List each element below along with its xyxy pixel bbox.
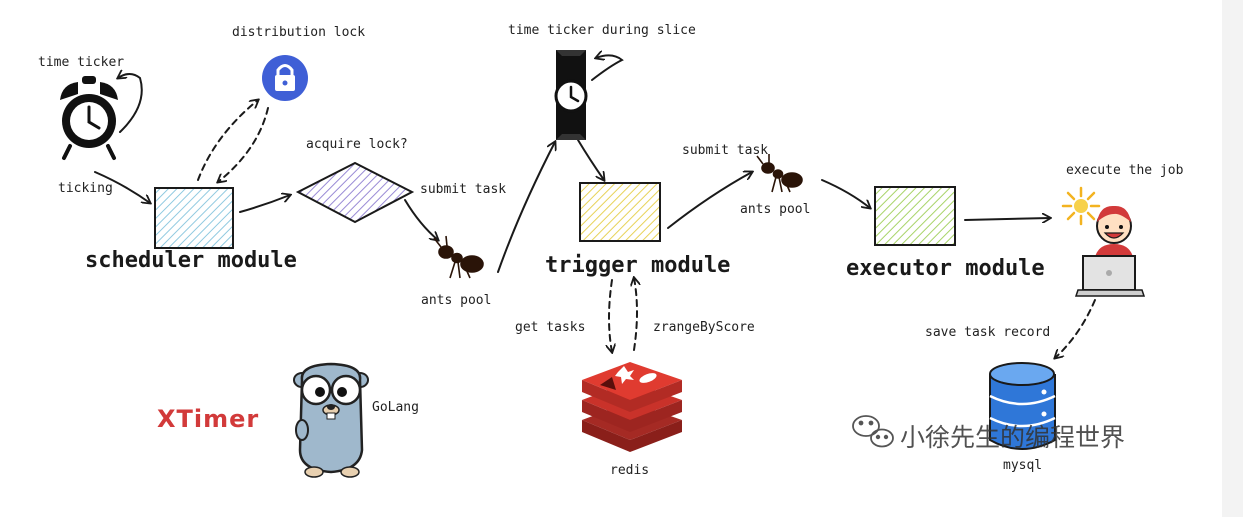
ant-icon (433, 235, 484, 279)
arrow-clock-loop (118, 74, 143, 133)
arrow-trigger-to-ants (667, 172, 752, 229)
time-ticker-during-slice-label: time ticker during slice (508, 23, 696, 38)
arrow-from-lock (218, 107, 269, 182)
wechat-icon (852, 415, 894, 448)
executor-module-box (874, 186, 956, 246)
arrow-ants-to-ticker (497, 142, 555, 273)
get-tasks-label: get tasks (515, 320, 586, 335)
arrow-diamond-to-ants (404, 199, 438, 240)
arrow-ticking (94, 171, 150, 203)
arrow-save-record (1055, 299, 1096, 358)
arrow-get-tasks (609, 279, 612, 352)
ants-pool-label-2: ants pool (740, 202, 811, 217)
trigger-module-label: trigger module (545, 253, 731, 278)
arrow-zrange (634, 278, 637, 351)
arrow-ants-to-executor (821, 179, 870, 208)
xtimer-logo-text: XTimer (157, 405, 260, 433)
right-edge-strip (1222, 0, 1243, 517)
acquire-lock-label: acquire lock? (306, 137, 408, 152)
gopher-icon (293, 362, 369, 478)
executor-module-label: executor module (846, 256, 1045, 281)
time-ticker-label: time ticker (38, 55, 125, 70)
ants-pool-label-1: ants pool (421, 293, 492, 308)
submit-task-label-1: submit task (420, 182, 507, 197)
submit-task-label-2: submit task (682, 143, 769, 158)
arrow-scheduler-to-diamond (239, 195, 290, 213)
alarm-clock-icon (60, 76, 118, 160)
save-task-record-label: save task record (925, 325, 1051, 340)
arrows (94, 55, 1096, 358)
arrow-executor-to-job (964, 218, 1050, 220)
hourglass-clock-icon (554, 50, 588, 140)
redis-label: redis (610, 463, 650, 478)
trigger-module-box (579, 182, 661, 242)
acquire-lock-diamond (295, 161, 415, 224)
ticking-label: ticking (58, 181, 113, 196)
ant-icon (756, 154, 803, 193)
arrow-ticker-to-trigger (577, 139, 604, 180)
execute-the-job-label: execute the job (1066, 163, 1184, 178)
distribution-lock-label: distribution lock (232, 25, 366, 40)
redis-icon (582, 362, 682, 452)
scheduler-module-box (154, 187, 234, 249)
mysql-database-icon (989, 362, 1056, 450)
arrow-ticker-loop (591, 55, 624, 81)
lock-icon (262, 55, 308, 101)
zrangebyscore-label: zrangeByScore (653, 320, 755, 335)
golang-label: GoLang (372, 400, 419, 415)
arrow-to-lock (197, 100, 258, 181)
developer-laptop-icon (1061, 186, 1146, 297)
watermark-text: 小徐先生的编程世界 (900, 423, 1126, 452)
mysql-label: mysql (1003, 458, 1043, 473)
scheduler-module-label: scheduler module (85, 248, 297, 273)
